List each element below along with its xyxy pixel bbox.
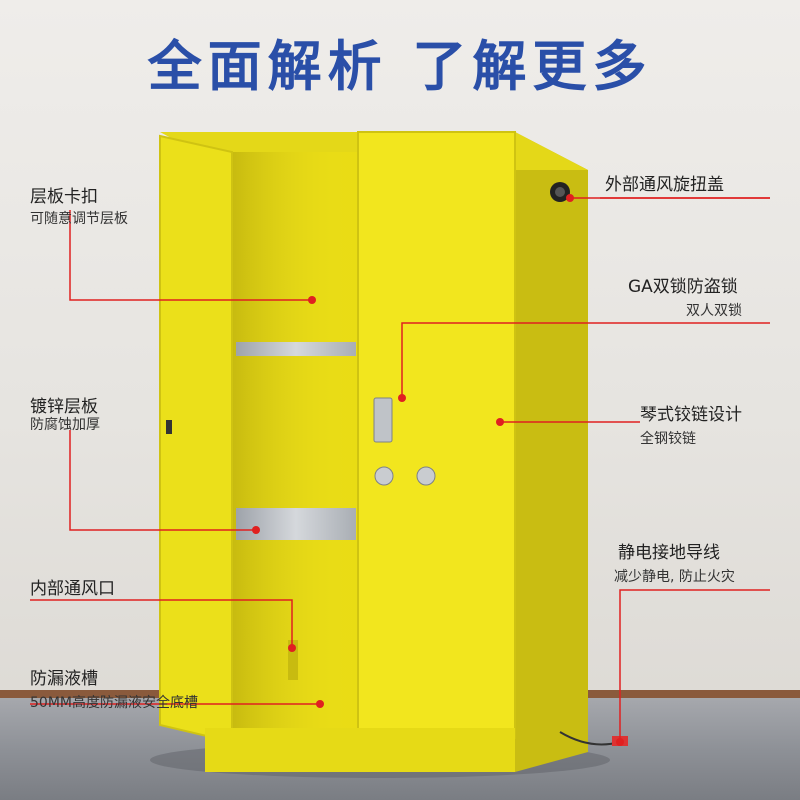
callout-vent-cap-title: 外部通风旋扭盖 (605, 175, 724, 195)
lock-left-icon (374, 466, 394, 486)
headline: 全面解析 了解更多 (147, 35, 653, 98)
left-door (159, 134, 233, 744)
callout-inner-vent-title: 内部通风口 (30, 579, 115, 599)
leader-inner-vent (30, 599, 293, 646)
callout-ground-wire-subtitle: 减少静电, 防止火灾 (614, 569, 735, 585)
dot-hinge (496, 418, 504, 426)
dot-inner-vent (288, 644, 296, 652)
dot-shelf-clip (308, 296, 316, 304)
leader-ga-lock (401, 322, 770, 398)
callout-galvanized-shelf-title: 镀锌层板 (30, 397, 98, 417)
callout-ga-lock-subtitle: 双人双锁 (686, 303, 742, 319)
marker-dots (252, 194, 624, 746)
right-door (357, 131, 516, 739)
callout-hinge-title: 琴式铰链设计 (640, 405, 742, 425)
lock-right-icon (416, 466, 436, 486)
leader-shelf-clip (69, 210, 312, 301)
inner-vent (288, 640, 298, 680)
callout-shelf-clip-subtitle: 可随意调节层板 (30, 211, 128, 227)
lower-shelf (236, 508, 356, 540)
dot-ga-lock (398, 394, 406, 402)
callout-leak-trough-title: 防漏液槽 (30, 669, 98, 689)
leader-ground-wire (619, 589, 770, 742)
base-trough (205, 728, 515, 772)
callout-hinge-subtitle: 全钢铰链 (640, 431, 696, 447)
vent-cap-inner (555, 187, 565, 197)
dot-ground-wire (616, 738, 624, 746)
door-latch (166, 420, 172, 434)
cabinet-side-panel (515, 132, 588, 772)
leader-galvanized-shelf (69, 430, 256, 531)
callout-ground-wire-title: 静电接地导线 (618, 543, 720, 563)
callout-galvanized-shelf-subtitle: 防腐蚀加厚 (30, 417, 100, 433)
door-handle (373, 397, 393, 443)
dot-leak-trough (316, 700, 324, 708)
callout-ga-lock-title: GA双锁防盗锁 (628, 277, 738, 297)
upper-shelf (236, 342, 356, 356)
callout-shelf-clip-title: 层板卡扣 (30, 187, 98, 207)
dot-galvanized-shelf (252, 526, 260, 534)
dot-vent-cap (566, 194, 574, 202)
callout-leak-trough-subtitle: 50MM高度防漏液安全底槽 (30, 695, 198, 711)
